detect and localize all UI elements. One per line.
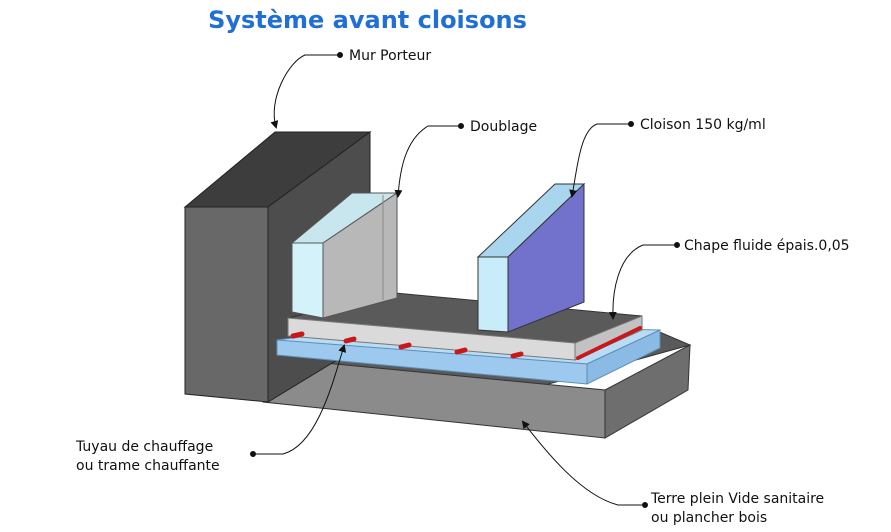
label-chape: Chape fluide épais.0,05 xyxy=(684,238,850,254)
partition-wall xyxy=(476,182,586,333)
label-tuyau: Tuyau de chauffage ou trame chauffante xyxy=(76,438,220,476)
label-doublage: Doublage xyxy=(470,119,538,135)
screed-layer xyxy=(287,292,643,361)
label-tuyau-line2: ou trame chauffante xyxy=(76,458,220,474)
label-terre-line2: ou plancher bois xyxy=(651,510,768,526)
label-mur-porteur: Mur Porteur xyxy=(349,48,432,64)
leader-lines xyxy=(250,52,680,508)
label-terre-line1: Terre plein Vide sanitaire xyxy=(651,491,825,507)
label-terre-plein: Terre plein Vide sanitaire ou plancher b… xyxy=(651,490,824,528)
label-cloison: Cloison 150 kg/ml xyxy=(640,117,766,133)
diagram-title: Système avant cloisons xyxy=(208,6,527,34)
heating-pipes xyxy=(290,326,642,360)
label-tuyau-line1: Tuyau de chauffage xyxy=(76,439,214,455)
wall-lining xyxy=(290,192,399,319)
